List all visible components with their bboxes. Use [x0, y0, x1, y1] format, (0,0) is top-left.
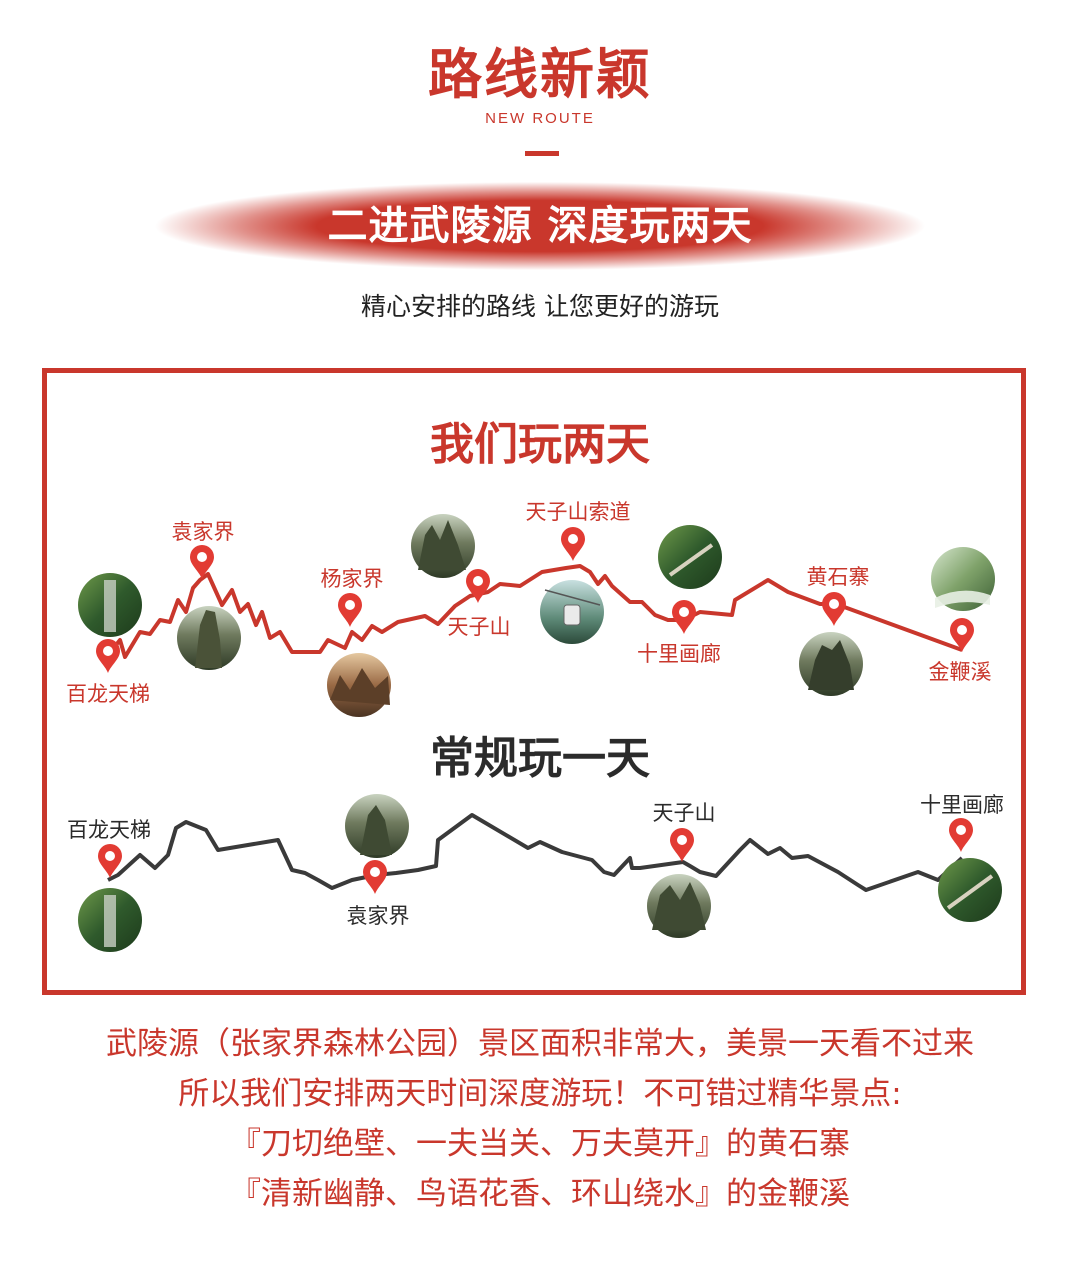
pin-icon [96, 639, 120, 673]
two-day-stop-label: 金鞭溪 [928, 660, 992, 684]
two-day-route-line [106, 564, 963, 659]
description-line: 所以我们安排两天时间深度游玩！不可错过精华景点: [178, 1076, 902, 1112]
two-day-title: 我们玩两天 [430, 419, 650, 470]
two-day-stop-label: 黄石寨 [806, 565, 870, 589]
one-day-stop-label: 百龙天梯 [67, 818, 151, 842]
photo-yuanjiajie-pillar [177, 606, 241, 670]
photo-shili-gallery [658, 525, 722, 589]
two-day-stop-label: 十里画廊 [637, 642, 721, 666]
tagline: 精心安排的路线 让您更好的游玩 [361, 292, 719, 321]
banner-text: 二进武陵源 深度玩两天 [327, 203, 753, 249]
one-day-stop-label: 天子山 [652, 801, 716, 825]
pin-icon [338, 593, 362, 627]
pin-icon [672, 600, 696, 634]
photo-bailong-elevator-2 [78, 888, 142, 952]
photo-cableway [540, 580, 604, 644]
pin-icon [670, 828, 694, 862]
one-day-title: 常规玩一天 [430, 733, 650, 784]
pin-icon [822, 592, 846, 626]
page-title: 路线新颖 [428, 42, 652, 106]
two-day-stop-label: 百龙天梯 [66, 682, 150, 706]
banner-brush [155, 180, 925, 272]
title-divider [525, 151, 559, 156]
page-subtitle: NEW ROUTE [485, 110, 595, 127]
two-day-stop-label: 天子山 [447, 615, 511, 639]
pin-icon [363, 860, 387, 894]
pin-icon [949, 818, 973, 852]
one-day-route-line [107, 813, 964, 892]
description-line: 武陵源（张家界森林公园）景区面积非常大，美景一天看不过来 [106, 1026, 974, 1062]
photo-bailong-elevator [78, 573, 142, 637]
pin-icon [190, 545, 214, 579]
photo-yangjiajie-peaks [327, 653, 391, 717]
description-line: 『清新幽静、鸟语花香、环山绕水』的金鞭溪 [230, 1176, 850, 1212]
photo-shili-2 [938, 858, 1002, 922]
photo-tianzi-peaks [411, 514, 475, 578]
one-day-stop-label: 袁家界 [346, 904, 410, 928]
two-day-stop-label: 天子山索道 [525, 500, 631, 524]
photo-jinbian-stream [931, 547, 995, 611]
photo-tianzi-2 [647, 874, 711, 938]
pin-icon [561, 527, 585, 561]
two-day-stop-label: 袁家界 [171, 520, 235, 544]
two-day-stop-label: 杨家界 [320, 567, 384, 591]
route-frame [42, 368, 1026, 995]
photo-yuanjiajie-2 [345, 794, 409, 858]
description-line: 『刀切绝壁、一夫当关、万夫莫开』的黄石寨 [230, 1126, 850, 1162]
photo-huangshizhai [799, 632, 863, 696]
one-day-stop-label: 十里画廊 [920, 793, 1004, 817]
